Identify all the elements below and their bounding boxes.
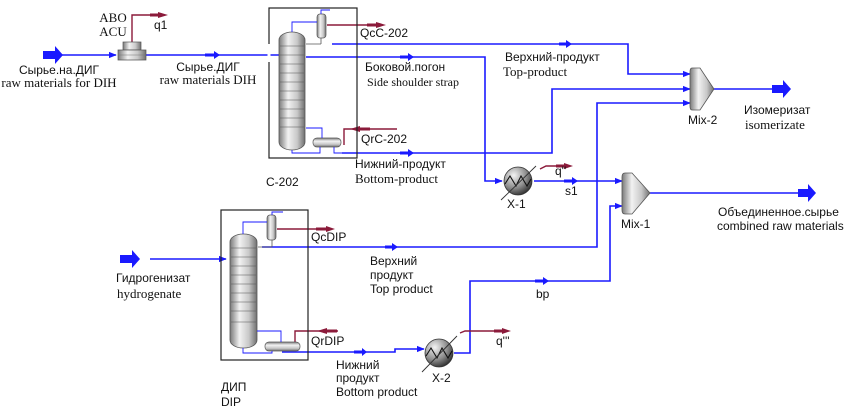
exchanger-x2[interactable] [421,335,458,373]
qcc202-label: QcC-202 [360,26,409,40]
feed-dih-arrow-icon [43,46,63,64]
material-streams [60,43,798,354]
energy-q3[interactable] [459,330,508,334]
hydrogenate-label-en: hydrogenate [117,286,182,301]
reboiler-c202[interactable] [312,137,342,148]
isomerizate-arrow-icon [772,80,791,98]
mixer-mix2[interactable] [689,67,715,111]
reboiler-dip[interactable] [264,341,301,352]
x2-duty-label: q''' [496,334,510,348]
column-dip-label-ru: ДИП [221,380,247,394]
energy-qrc202[interactable] [343,128,397,145]
mixer-mix1[interactable] [621,172,651,215]
x1-label: X-1 [507,197,526,211]
acu-cooler[interactable] [117,41,147,61]
isomerizate-label-ru: Изомеризат [744,103,811,117]
x1-duty-label: q'' [555,164,567,178]
bottom-product-c202-label-ru: Нижний-продукт [355,157,446,171]
feed-column-label-en: raw materials DIH [159,72,257,87]
top-product-dip-label-ru-1: Верхний [370,254,418,268]
top-product-c202-label-ru: Верхний-продукт [505,50,600,64]
combined-raw-arrow-icon [798,184,816,202]
feed-label-en: raw materials for DIH [1,75,117,90]
energy-arrowheads [150,12,573,334]
bottom-product-dip-label-en: Bottom product [336,385,418,399]
stream-bottom-product-c202[interactable] [342,85,691,154]
combined-raw-label-en: combined raw materials [717,219,844,233]
mix2-label: Mix-2 [688,113,718,127]
q1-label: q1 [154,18,168,32]
condenser-c202[interactable] [316,13,327,39]
stream-side-draw[interactable] [306,56,503,185]
qrdip-label: QrDIP [311,334,345,348]
s1-label: s1 [565,184,578,198]
condenser-dip[interactable] [266,214,277,241]
bottom-product-c202-label-en: Bottom-product [355,171,439,186]
combined-raw-label-ru: Объединенное.сырье [718,205,839,219]
acu-label-ru: АВО [99,10,127,25]
hydrogenate-arrow-icon [120,250,140,268]
feed-label-ru: Сырье.на.ДИГ [18,63,100,77]
stream-bottom-product-dip[interactable] [282,345,425,353]
acu-label: АВО ACU [88,11,138,38]
top-product-dip-label-ru-2: продукт [370,268,414,282]
acu-label-en: ACU [99,23,127,39]
terminal-arrows [43,46,816,268]
side-draw-label-en: Side shoulder strap [367,75,459,89]
qrc202-label: QrC-202 [361,132,408,146]
x2-label: X-2 [432,371,451,385]
hydrogenate-label-ru: Гидрогенизат [116,271,191,285]
stream-top-product-dip[interactable] [262,99,691,248]
top-product-c202-label-en: Top-product [503,64,568,79]
qcdip-label: QcDIP [311,230,347,244]
stream-top-product-c202[interactable] [332,43,691,78]
bp-label: bp [536,287,550,301]
mix1-label: Mix-1 [621,217,651,231]
feed-column-label-ru: Сырье.ДИГ [176,60,240,74]
bottom-product-dip-label-ru-1: Нижний [336,358,380,372]
column-dip-label-en: DIP [221,395,242,409]
bottom-product-dip-label-ru-2: продукт [336,371,380,385]
column-dip[interactable] [220,209,309,361]
column-dip-frame [220,209,309,361]
stream-direction-marks [205,40,578,356]
column-c202[interactable] [267,7,358,159]
isomerizate-label-en: isomerizate [745,117,805,132]
column-c202-frame [268,7,358,159]
side-draw-label-ru: Боковой.погон [365,60,446,74]
exchanger-x1[interactable] [500,165,537,201]
top-product-dip-label-en: Top product [370,282,433,296]
column-c202-label: C-202 [266,175,299,189]
